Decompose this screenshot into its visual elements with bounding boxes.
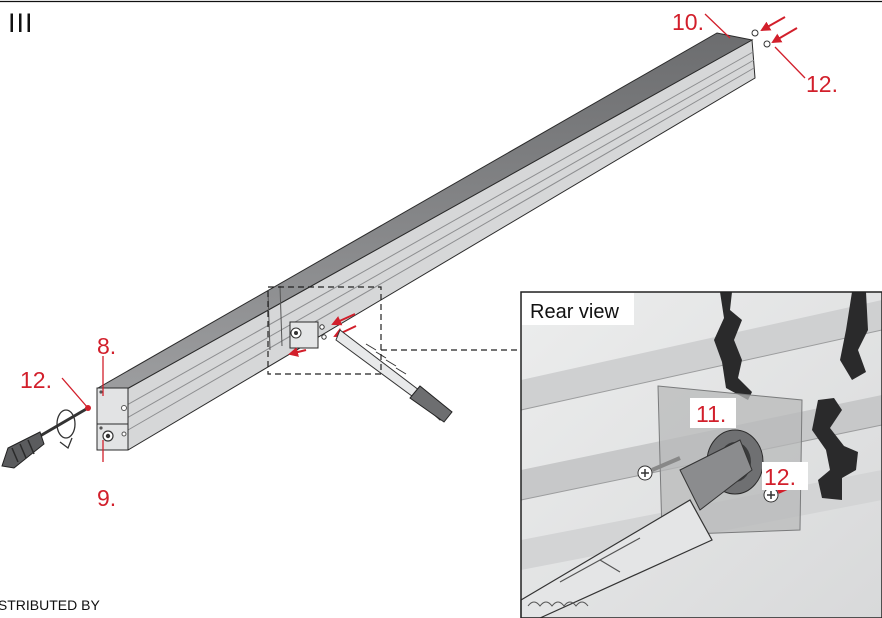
label-box-11 [690, 398, 736, 428]
end-cap-9 [96, 423, 129, 451]
screw-left [637, 456, 681, 481]
profile-joint [279, 285, 283, 347]
profile-rail [127, 67, 755, 431]
footer-text: ISTRIBUTED BY [0, 597, 100, 613]
callout-12-left: 12. [20, 367, 52, 393]
inset-title: Rear view [530, 301, 619, 323]
callout-8: 8. [97, 333, 116, 359]
screwdriver-left [1, 405, 91, 469]
led-profile [96, 32, 756, 451]
callout-12-top: 12. [806, 71, 838, 97]
profile-rail [126, 59, 755, 419]
inset-title-box [522, 293, 634, 325]
callout-12-inset: 12. [764, 464, 796, 490]
label-box-12 [762, 462, 808, 490]
end-cap-8 [96, 387, 129, 425]
screws-top-right [751, 16, 798, 48]
leader-lines [61, 13, 806, 462]
rear-view-inset: Rear view [520, 291, 882, 618]
callout-10: 10. [672, 9, 704, 35]
middle-connector [288, 313, 453, 423]
callout-11: 11. [696, 401, 726, 427]
profile-rail [126, 51, 754, 406]
callout-9: 9. [97, 485, 116, 511]
step-number: III [8, 8, 34, 38]
